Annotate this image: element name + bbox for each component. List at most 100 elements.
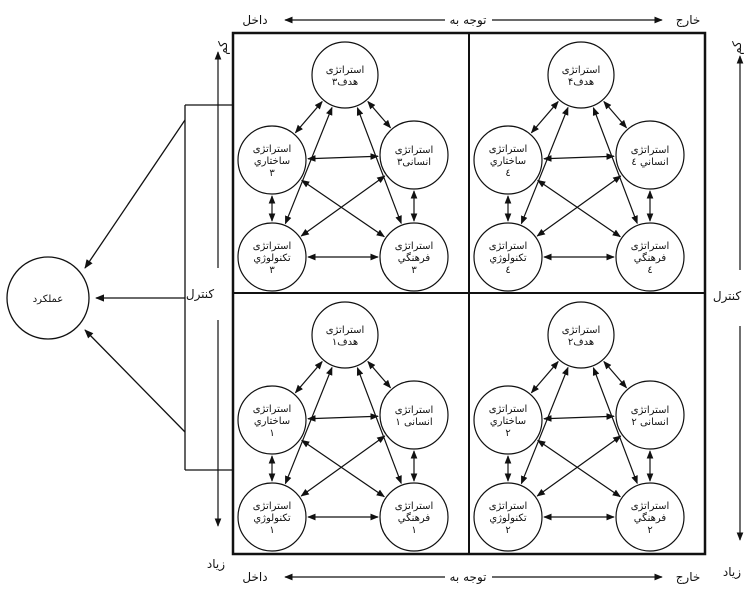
structural-strategy-label: ساختاري [490,156,526,167]
quadrant-q4: استراتژیهدف۴استراتژیساختاري٤استراتژیانسا… [473,41,685,292]
right-axis-control-label: کنترل [713,289,742,304]
structural-strategy-label: استراتژی [489,404,528,415]
human-strategy-label: استراتژی [631,405,670,416]
arrow-goal-structural [530,100,559,134]
performance-label: عملكرد [33,294,64,305]
left-axis-high-label: زیاد [207,557,225,572]
structural-strategy-label: ساختاري [254,416,290,427]
tech-strategy-label: استراتژی [489,241,528,252]
tech-strategy-label: استراتژی [489,501,528,512]
goal-strategy-node [547,301,615,369]
arrow-structural-cultural [537,179,621,238]
arrow-human-tech [300,175,386,237]
cultural-strategy-node [379,482,449,552]
arrow-goal-structural [294,360,323,394]
performance-node [6,256,90,340]
human-strategy-node [615,120,685,190]
human-strategy-node [615,380,685,450]
arrow-goal-cultural [592,366,638,485]
goal-strategy-node [311,41,379,109]
structural-strategy-label: ساختاري [490,416,526,427]
goal-strategy-label: استراتژی [326,65,365,76]
structural-strategy-node [237,125,307,195]
human-strategy-label: انسانی۳ [397,157,431,168]
tech-strategy-label: ۱ [269,525,274,536]
bottom-axis-outside-label: خارج [676,570,701,585]
structural-strategy-label: ٤ [505,168,510,179]
cultural-strategy-label: استراتژی [631,501,670,512]
human-strategy-label: انسانی ۱ [395,417,432,428]
tech-strategy-node [237,222,307,292]
arrow-structural-human [543,153,615,162]
goal-strategy-label: هدف۳ [332,77,358,88]
human-strategy-label: استراتژی [631,145,670,156]
tech-strategy-label: استراتژی [253,241,292,252]
arrow-goal-human [603,100,628,129]
right-axis: کم کنترل زیاد [713,41,744,580]
tech-strategy-label: تكنولوژي [489,513,527,524]
arrow-structural-cultural [301,179,385,238]
structural-strategy-node [237,385,307,455]
cultural-strategy-label: ۲ [647,525,652,536]
tech-strategy-label: استراتژی [253,501,292,512]
arrow-goal-tech [284,366,333,485]
arrow-goal-human [603,360,628,389]
right-axis-low-label: کم [730,41,744,55]
left-axis: کم کنترل زیاد [186,41,230,572]
structural-strategy-label: ۲ [505,428,510,439]
human-strategy-label: استراتژی [395,145,434,156]
cultural-strategy-label: استراتژی [631,241,670,252]
cultural-strategy-label: ۳ [411,265,417,276]
arrow-goal-tech [284,106,333,225]
cultural-strategy-label: استراتژی [395,241,434,252]
tech-strategy-node [473,222,543,292]
performance-links [84,104,233,471]
human-strategy-node [379,380,449,450]
structural-strategy-label: استراتژی [489,144,528,155]
quadrant-q3: استراتژیهدف۳استراتژیساختاري۳استراتژیانسا… [237,41,449,292]
cultural-strategy-label: ۱ [411,525,416,536]
tech-strategy-label: تكنولوژي [489,253,527,264]
structural-strategy-node [473,125,543,195]
tech-strategy-label: تكنولوژي [253,253,291,264]
cultural-strategy-label: استراتژی [395,501,434,512]
cultural-strategy-node [615,222,685,292]
structural-strategy-label: استراتژی [253,144,292,155]
arrow-structural-human [307,413,379,422]
human-strategy-label: انساني ٤ [631,157,668,168]
goal-strategy-label: استراتژی [326,325,365,336]
structural-strategy-label: ۱ [269,428,274,439]
quadrants: استراتژیهدف۳استراتژیساختاري۳استراتژیانسا… [237,41,685,552]
tech-strategy-label: ٤ [505,265,510,276]
cultural-strategy-label: فرهنگي [398,252,431,264]
arrow-structural-human [543,413,615,422]
goal-strategy-label: هدف۱ [332,337,358,348]
arrow-goal-human [367,100,392,129]
arrow-goal-human [367,360,392,389]
bottom-axis-center-label: توجه به [450,570,487,585]
top-axis-inside-label: داخل [242,13,267,27]
goal-strategy-label: استراتژی [562,65,601,76]
arrow-goal-cultural [356,366,402,485]
goal-strategy-node [311,301,379,369]
goal-strategy-node [547,41,615,109]
quadrant-q1: استراتژیهدف۱استراتژیساختاري۱استراتژیانسا… [237,301,449,552]
goal-strategy-label: هدف۴ [568,77,594,88]
arrow-goal-cultural [356,106,402,225]
cultural-strategy-label: فرهنگي [634,252,667,264]
cultural-strategy-node [379,222,449,292]
left-axis-control-label: کنترل [186,287,215,302]
right-axis-high-label: زیاد [723,565,741,580]
tech-strategy-label: تكنولوژي [253,513,291,524]
arrow-goal-structural [294,100,323,134]
top-axis: داخل توجه به خارج [242,13,700,28]
cultural-strategy-label: فرهنگي [398,512,431,524]
structural-strategy-node [473,385,543,455]
cultural-strategy-node [615,482,685,552]
goal-strategy-label: استراتژی [562,325,601,336]
arrow-human-tech [536,435,622,497]
arrow-goal-tech [520,106,569,225]
bottom-axis-inside-label: داخل [242,570,267,584]
cultural-strategy-label: فرهنگي [634,512,667,524]
